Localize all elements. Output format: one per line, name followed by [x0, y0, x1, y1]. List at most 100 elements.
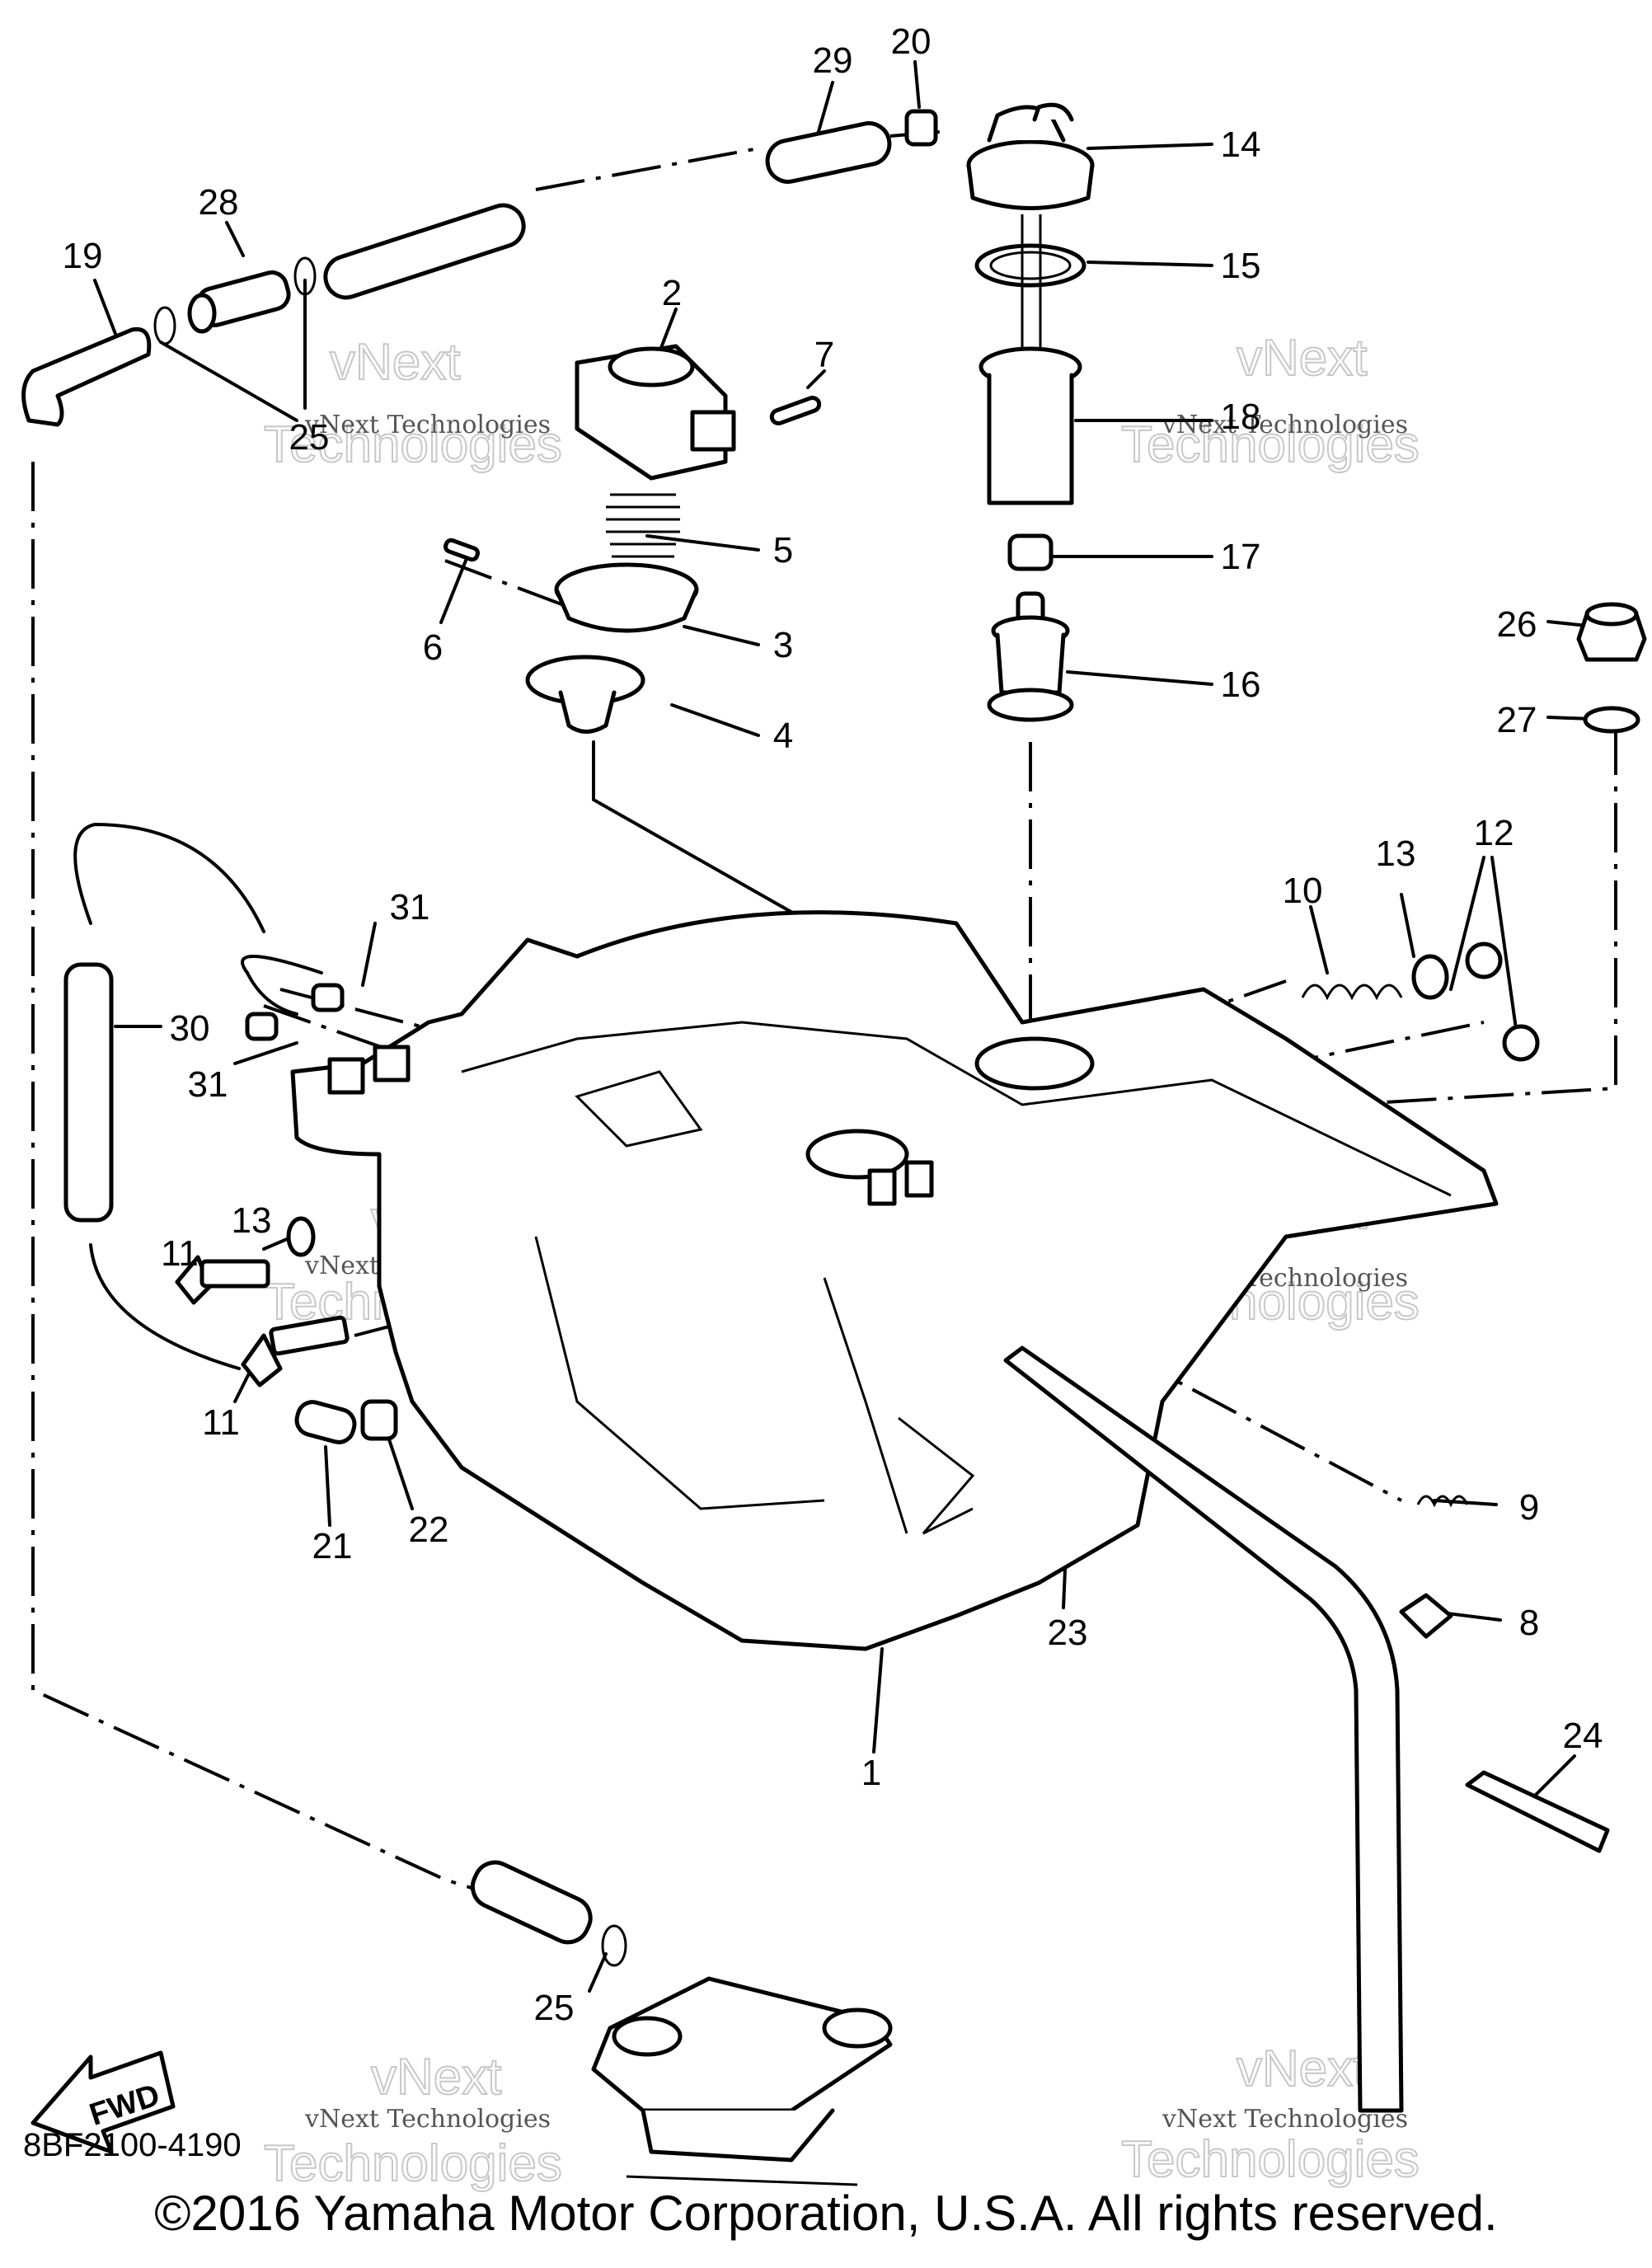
cable-tie-24	[1465, 1770, 1610, 1853]
pickup-nozzle	[1032, 102, 1074, 122]
watermark-bottom-right: vNext Technologies vNext Technologies	[1120, 2040, 1420, 2189]
watermark-big-1: vNext	[371, 2049, 501, 2106]
callout-31-top: 31	[390, 887, 430, 927]
pump-top	[591, 1976, 893, 2113]
leader-21	[324, 1445, 331, 1527]
line-hose-29	[535, 147, 759, 191]
watermark-small: vNext Technologies	[1162, 411, 1408, 439]
pump-diaphragm-left	[612, 2016, 683, 2057]
cap-8	[1399, 1593, 1453, 1639]
callout-11-bottom: 11	[202, 1402, 240, 1443]
callout-21: 21	[312, 1526, 353, 1566]
filter-body	[995, 632, 1066, 695]
leader-1	[872, 1647, 884, 1754]
watermark-big-2: Technologies	[1121, 416, 1420, 473]
callout-15: 15	[1221, 246, 1261, 286]
tank-body	[290, 910, 1499, 1651]
callout-13-left: 13	[232, 1200, 272, 1241]
cap-spring	[606, 493, 680, 558]
leader-20	[913, 60, 921, 109]
tank-fitting-2	[373, 1045, 411, 1082]
cap-hinge	[690, 410, 736, 452]
hose-23	[1003, 1345, 1404, 2113]
line-pin-6	[444, 559, 578, 612]
line-nut-27	[1343, 725, 1617, 1106]
bolt-shank	[269, 1315, 350, 1356]
leader-31-top	[361, 922, 377, 987]
o-ring-15-inner	[989, 251, 1072, 280]
leader-25-bottom	[588, 1952, 608, 1993]
leader-13-top	[1400, 893, 1415, 958]
watermark-big-1: vNext	[330, 334, 460, 391]
clamp-17	[1007, 533, 1054, 571]
bolt-shank	[199, 1259, 270, 1289]
watermark-small: vNext Technologies	[304, 2105, 551, 2134]
callout-19: 19	[63, 236, 103, 276]
hose-long	[323, 203, 526, 300]
callout-20: 20	[891, 21, 932, 62]
clamp-20	[904, 109, 938, 147]
callout-10: 10	[1283, 871, 1323, 911]
callout-26: 26	[1497, 604, 1537, 645]
callout-31-bottom: 31	[188, 1064, 228, 1105]
callout-25-top: 25	[289, 417, 330, 458]
filler-lug-2	[904, 1160, 934, 1198]
callout-28: 28	[199, 182, 239, 223]
leader-29	[814, 81, 834, 142]
callout-labels: 1 2 3 4 5 6 7 8 9 10 11 11 12 13 13 14 1…	[63, 21, 1603, 2028]
pump-diaphragm-right	[822, 2007, 893, 2049]
filler-lug-1	[867, 1168, 897, 1206]
parts: FWD	[21, 102, 1647, 2186]
sender-port	[974, 1036, 1095, 1091]
washer-27	[1583, 706, 1640, 734]
grommet	[525, 655, 645, 734]
pin-7	[769, 395, 822, 426]
leader-10	[1309, 905, 1329, 974]
hose-bottom	[470, 1860, 593, 1945]
leader-31-bottom	[233, 1041, 298, 1065]
watermark-big-2: Technologies	[264, 416, 562, 473]
watermark-big-2: Technologies	[1121, 2131, 1420, 2188]
diagram-code: 8BF2100-4190	[23, 2127, 242, 2163]
callout-8: 8	[1519, 1603, 1539, 1643]
joint-end	[187, 293, 217, 334]
callout-3: 3	[773, 625, 793, 665]
nut-26	[1576, 602, 1647, 662]
spring-clip-9	[1416, 1495, 1469, 1508]
pickup-cap	[966, 102, 1095, 210]
sleeve-body	[987, 373, 1074, 505]
callout-14: 14	[1221, 124, 1261, 165]
leader-19	[93, 279, 117, 336]
watermark-bottom-left: vNext Technologies vNext Technologies	[263, 2048, 563, 2193]
washer-12-a	[1465, 941, 1503, 979]
callout-17: 17	[1221, 537, 1261, 577]
nut-top	[1584, 602, 1639, 627]
callout-2: 2	[662, 273, 682, 313]
pump-outlets	[626, 2175, 858, 2186]
callout-7: 7	[814, 335, 834, 375]
tank-notch	[898, 1416, 975, 1535]
leader-14	[1086, 143, 1213, 150]
callout-22: 22	[409, 1510, 449, 1550]
bolt-head	[241, 1333, 283, 1388]
hose-30	[63, 962, 114, 1223]
clamp-22	[360, 1399, 398, 1441]
callout-24: 24	[1563, 1716, 1603, 1756]
callout-12: 12	[1474, 813, 1514, 853]
watermark-top-left: vNext Technologies vNext Technologies	[263, 333, 563, 474]
filter-16	[987, 591, 1074, 722]
leader-25a	[159, 340, 298, 422]
leader-15	[1086, 261, 1213, 267]
cap-seal	[554, 562, 699, 633]
watermark-big-1: vNext	[1237, 2040, 1367, 2097]
fwd-arrow: FWD	[31, 2050, 176, 2154]
callout-16: 16	[1221, 664, 1261, 705]
clip-25-bottom	[601, 1924, 627, 1967]
tank-fitting-1	[327, 1057, 365, 1095]
leader-24	[1532, 1754, 1576, 1799]
tank-recess	[575, 1070, 703, 1148]
leader-12b	[1490, 856, 1518, 1036]
leader-28	[225, 221, 245, 257]
line-clip-31	[241, 955, 323, 1016]
